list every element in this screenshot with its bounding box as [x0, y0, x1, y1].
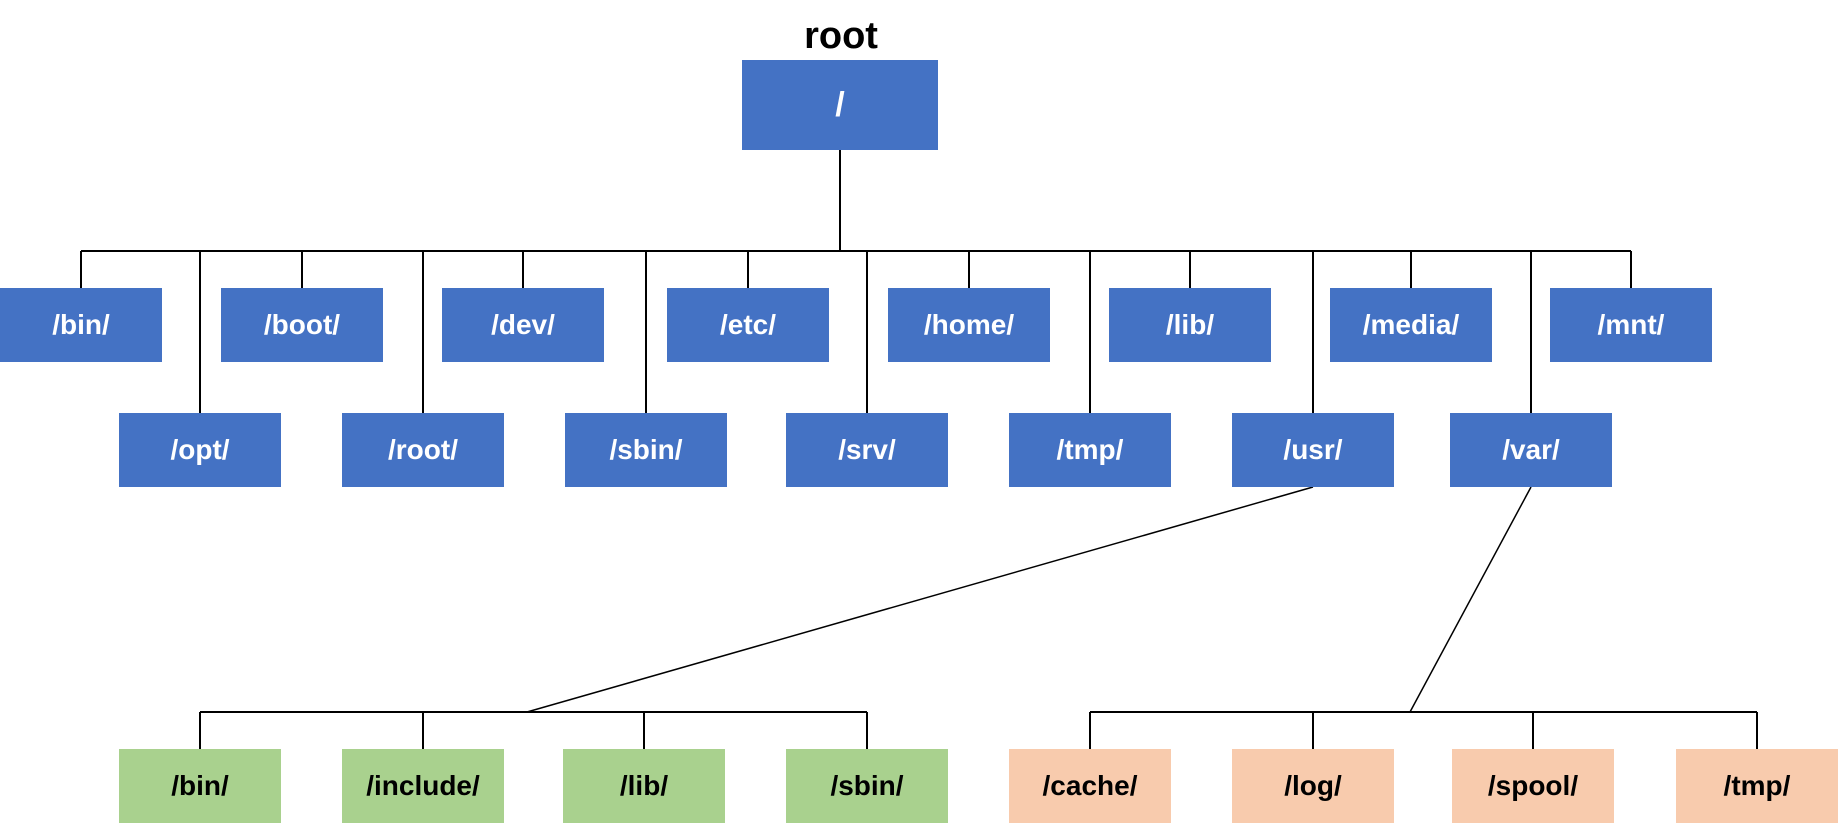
dir-node-bin: /bin/ — [0, 288, 162, 362]
dir-node-lib: /lib/ — [1109, 288, 1271, 362]
dir-node-home: /home/ — [888, 288, 1050, 362]
dir-node-opt: /opt/ — [119, 413, 281, 487]
dir-node-boot: /boot/ — [221, 288, 383, 362]
usr-child-lib: /lib/ — [563, 749, 725, 823]
dir-node-mnt: /mnt/ — [1550, 288, 1712, 362]
var-child-spool: /spool/ — [1452, 749, 1614, 823]
dir-node-tmp: /tmp/ — [1009, 413, 1171, 487]
usr-diagonal-connector — [526, 486, 1314, 713]
dir-node-sbin: /sbin/ — [565, 413, 727, 487]
var-child-log: /log/ — [1232, 749, 1394, 823]
usr-child-include: /include/ — [342, 749, 504, 823]
var-child-cache: /cache/ — [1009, 749, 1171, 823]
dir-node-dev: /dev/ — [442, 288, 604, 362]
dir-node-root: /root/ — [342, 413, 504, 487]
dir-node-media: /media/ — [1330, 288, 1492, 362]
root-node: / — [742, 60, 938, 150]
dir-node-usr: /usr/ — [1232, 413, 1394, 487]
diagram-title: root — [804, 15, 878, 57]
usr-child-bin: /bin/ — [119, 749, 281, 823]
dir-node-srv: /srv/ — [786, 413, 948, 487]
dir-node-etc: /etc/ — [667, 288, 829, 362]
usr-child-sbin: /sbin/ — [786, 749, 948, 823]
var-child-tmp: /tmp/ — [1676, 749, 1838, 823]
dir-node-var: /var/ — [1450, 413, 1612, 487]
var-diagonal-connector — [1409, 486, 1532, 713]
